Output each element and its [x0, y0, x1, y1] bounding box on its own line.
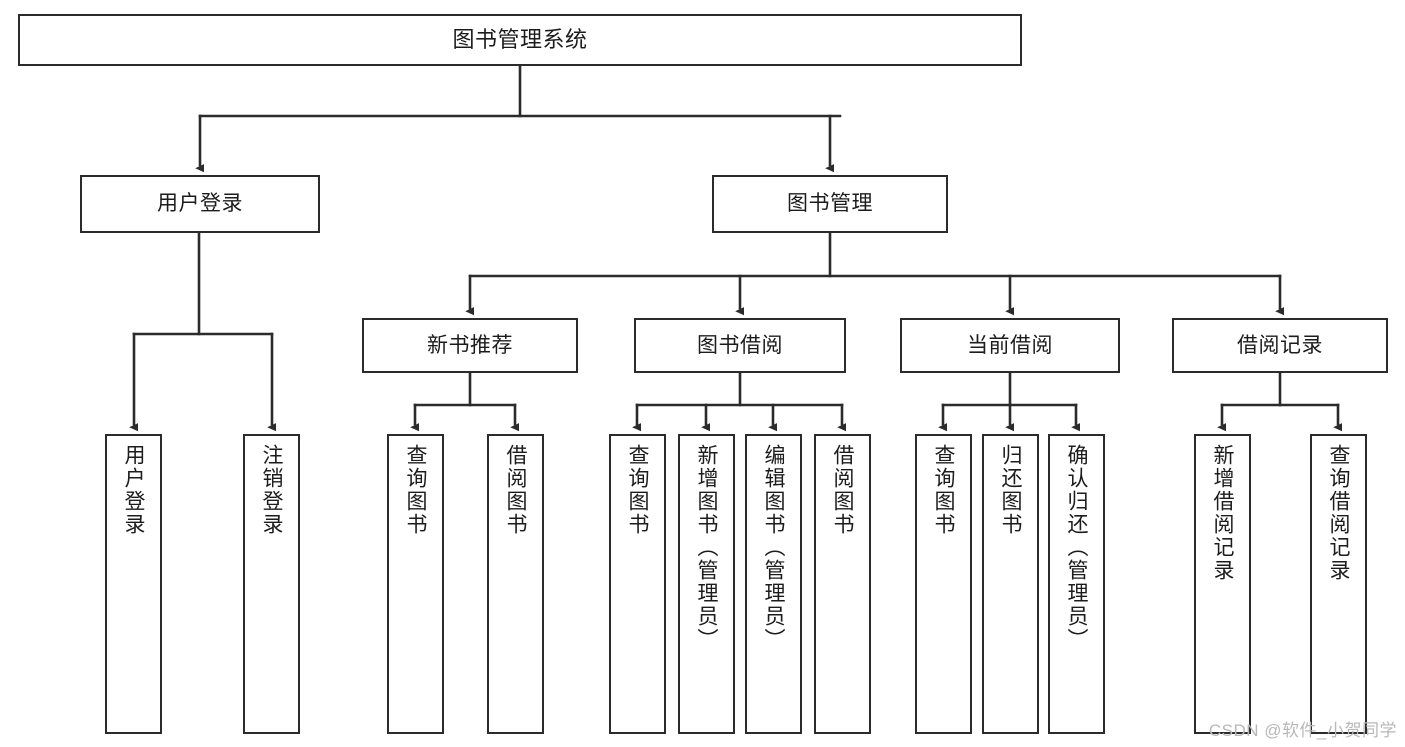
node-leaf-edit-book[interactable]: 编辑图书（管理员） — [745, 434, 802, 734]
node-leaf-query-book-3[interactable]: 查询图书 — [915, 434, 972, 734]
node-book-borrow-label: 图书借阅 — [697, 333, 783, 357]
node-leaf-borrow-book-2-label: 借阅图书 — [831, 444, 854, 536]
node-leaf-query-book-2-label: 查询图书 — [626, 444, 649, 536]
node-leaf-confirm-return-label: 确认归还（管理员） — [1065, 444, 1088, 651]
node-root[interactable]: 图书管理系统 — [18, 14, 1022, 66]
node-new-book-recommend-label: 新书推荐 — [427, 333, 513, 357]
node-borrow-record-label: 借阅记录 — [1237, 333, 1323, 357]
node-new-book-recommend[interactable]: 新书推荐 — [362, 318, 578, 373]
node-leaf-add-record[interactable]: 新增借阅记录 — [1194, 434, 1251, 734]
node-leaf-query-book-2[interactable]: 查询图书 — [609, 434, 666, 734]
node-borrow-record[interactable]: 借阅记录 — [1172, 318, 1388, 373]
node-leaf-logout[interactable]: 注销登录 — [243, 434, 300, 734]
node-book-manage-label: 图书管理 — [787, 192, 873, 216]
node-leaf-borrow-book-1-label: 借阅图书 — [504, 444, 527, 536]
node-leaf-query-book-1-label: 查询图书 — [404, 444, 427, 536]
node-book-borrow[interactable]: 图书借阅 — [634, 318, 846, 373]
node-user-login-label: 用户登录 — [157, 192, 243, 216]
node-current-borrow[interactable]: 当前借阅 — [900, 318, 1120, 373]
node-current-borrow-label: 当前借阅 — [967, 333, 1053, 357]
node-leaf-add-record-label: 新增借阅记录 — [1211, 444, 1234, 582]
node-leaf-user-login-label: 用户登录 — [122, 444, 145, 536]
watermark: CSDN @软件_小贺同学 — [1208, 721, 1397, 740]
node-leaf-add-book[interactable]: 新增图书（管理员） — [678, 434, 735, 734]
node-book-manage[interactable]: 图书管理 — [712, 175, 948, 233]
node-leaf-edit-book-label: 编辑图书（管理员） — [762, 444, 785, 651]
node-leaf-add-book-label: 新增图书（管理员） — [695, 444, 718, 651]
node-leaf-user-login[interactable]: 用户登录 — [105, 434, 162, 734]
node-leaf-query-record[interactable]: 查询借阅记录 — [1310, 434, 1367, 734]
node-leaf-query-book-1[interactable]: 查询图书 — [387, 434, 444, 734]
node-leaf-logout-label: 注销登录 — [260, 444, 283, 536]
node-user-login[interactable]: 用户登录 — [80, 175, 320, 233]
node-leaf-query-record-label: 查询借阅记录 — [1327, 444, 1350, 582]
node-leaf-query-book-3-label: 查询图书 — [932, 444, 955, 536]
node-leaf-borrow-book-2[interactable]: 借阅图书 — [814, 434, 871, 734]
node-leaf-borrow-book-1[interactable]: 借阅图书 — [487, 434, 544, 734]
node-leaf-return-book[interactable]: 归还图书 — [982, 434, 1039, 734]
node-leaf-confirm-return[interactable]: 确认归还（管理员） — [1048, 434, 1105, 734]
node-root-label: 图书管理系统 — [452, 26, 588, 52]
node-leaf-return-book-label: 归还图书 — [999, 444, 1022, 536]
